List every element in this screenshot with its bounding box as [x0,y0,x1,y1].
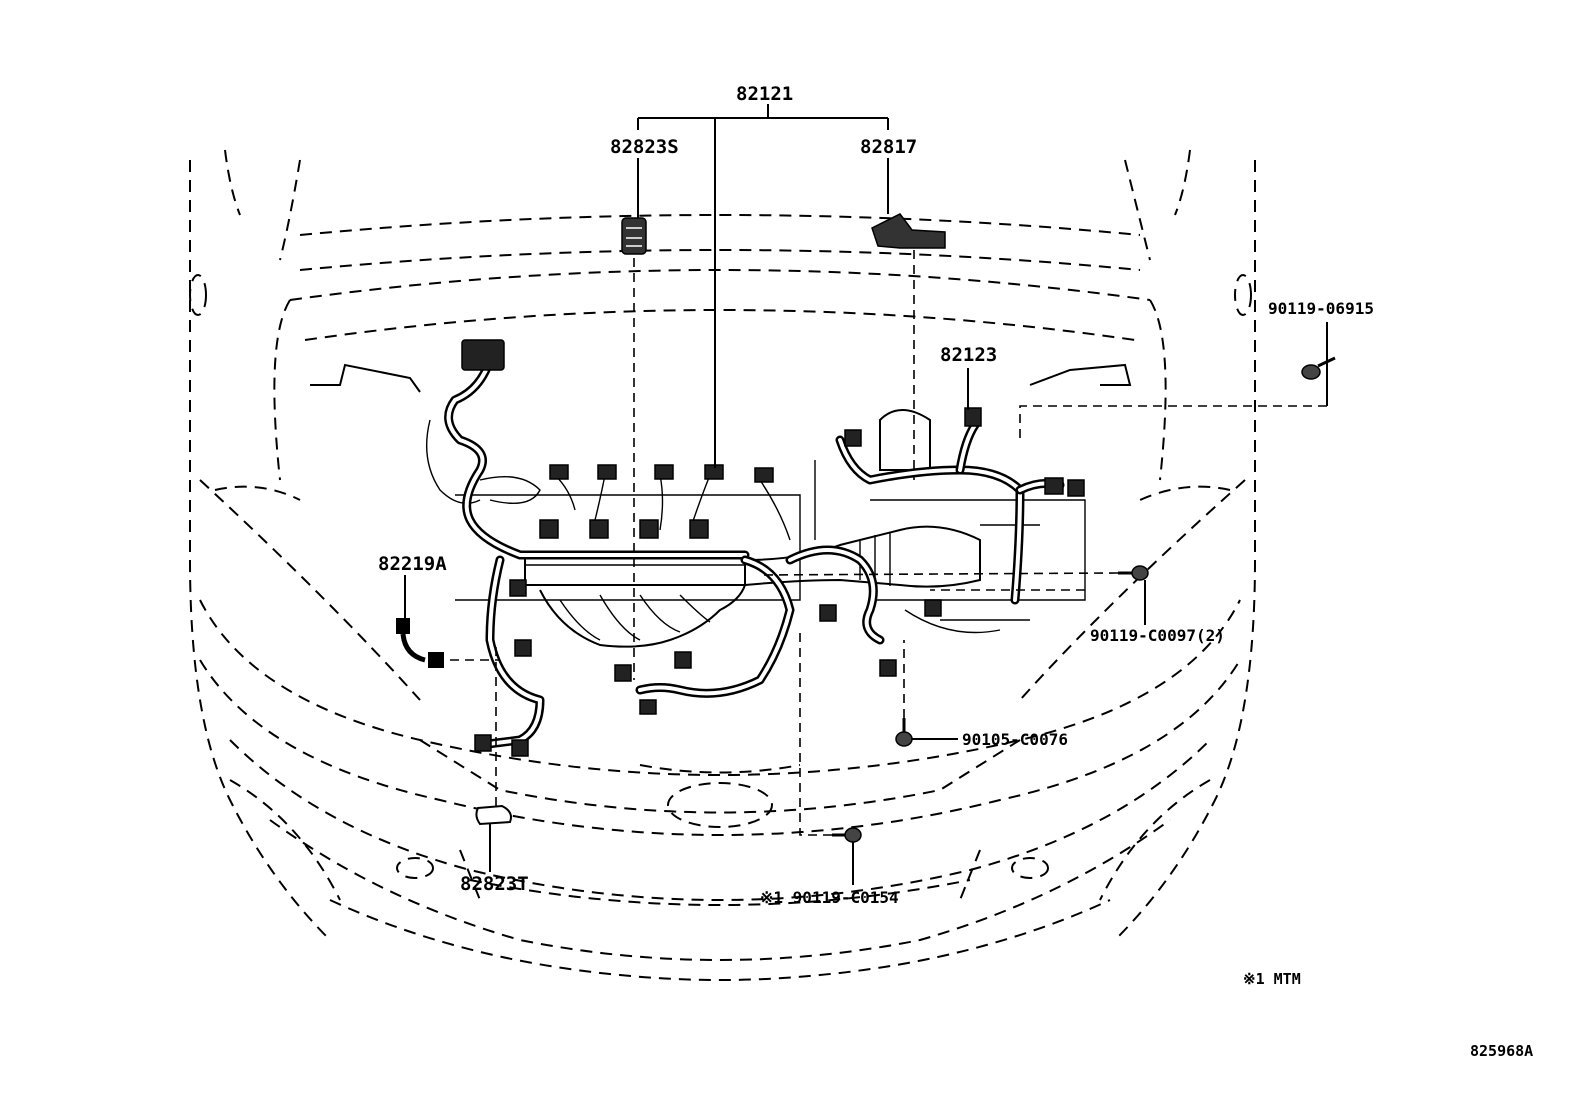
label-90119-06915: 90119-06915 [1268,299,1374,318]
label-82817: 82817 [860,136,917,158]
label-90119-c0154: ※1 90119-C0154 [760,888,899,907]
part-labels: 82121 82823S 82817 82123 90119-06915 822… [378,83,1533,1060]
part-90119-c0097-bolt-icon [1118,565,1149,581]
engine-wire-harness [444,355,1065,750]
part-82817-clamp-icon [871,213,946,249]
engine-bay-outline [310,363,1132,648]
label-82823s: 82823S [610,136,679,158]
part-82823t-connector-icon [475,804,512,826]
harness-connectors [461,339,1085,757]
label-82219a: 82219A [378,553,447,575]
drawing-number: 825968A [1470,1042,1533,1060]
leader-lines [404,104,1328,885]
part-82219a-wire-icon [396,618,444,668]
label-90105-c0076: 90105-C0076 [962,730,1068,749]
part-82823s-connector-icon [621,217,647,255]
vehicle-body-outline [189,149,1256,981]
part-90105-c0076-bolt-icon [895,718,913,747]
label-90119-c0097: 90119-C0097(2) [1090,626,1225,645]
footnote-mtm: ※1 MTM [1243,970,1301,988]
installation-dashed-lines [450,250,1327,836]
label-82121: 82121 [736,83,793,105]
part-90119-c0154-bolt-icon [832,827,862,843]
part-90119-06915-bolt-icon [1301,356,1336,380]
label-82123: 82123 [940,344,997,366]
label-82823t: 82823T [460,873,529,895]
